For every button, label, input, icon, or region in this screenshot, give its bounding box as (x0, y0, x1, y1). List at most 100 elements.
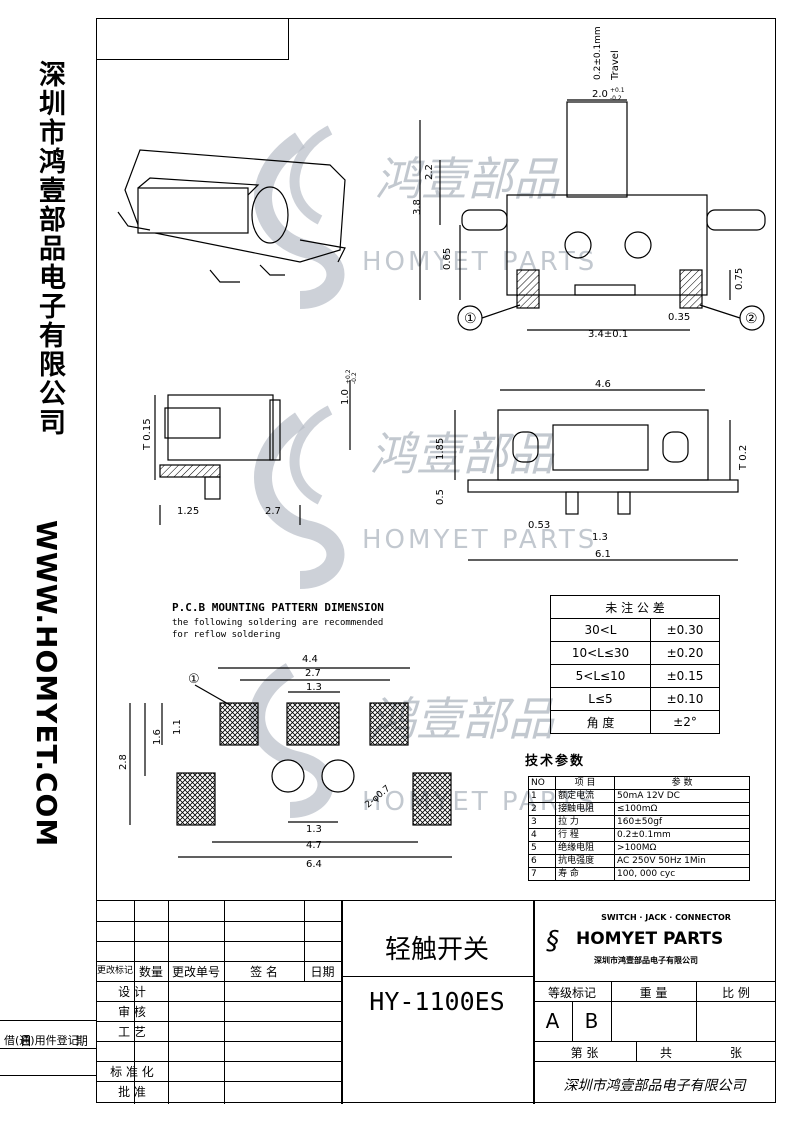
tolerance-row: 5<L≤10±0.15 (550, 664, 721, 688)
model-number: HY-1100ES (369, 987, 505, 1016)
company-name-vertical: 深圳市鸿壹部品电子有限公司 (34, 60, 65, 437)
brand-tagline: SWITCH · JACK · CONNECTOR (601, 913, 731, 922)
ratio-label: 比 例 (722, 986, 750, 1000)
marker-2-front: ② (745, 311, 758, 327)
spec-value: AC 250V 50Hz 1Min (614, 854, 750, 868)
pcb-note-1: the following soldering are recommended (172, 618, 384, 628)
brand-logo-icon: § (546, 926, 559, 956)
rev-qty-header: 数量 (138, 965, 163, 979)
spec-item: 抗电强度 (555, 854, 616, 868)
dim-4-6: 4.6 (595, 379, 611, 390)
spec-value: 100, 000 cyc (614, 867, 750, 881)
tolerance-value: ±0.15 (649, 664, 721, 688)
role-approve: 批 准 (118, 1085, 146, 1099)
pcb-note-2: for reflow soldering (172, 630, 281, 640)
pcb-marker-1: ① (188, 672, 200, 687)
spec-no: 3 (527, 815, 557, 829)
tolerance-range: L≤5 (550, 687, 651, 711)
tolerance-range: 5<L≤10 (550, 664, 651, 688)
spec-no: 4 (527, 828, 557, 842)
spec-item: 行 程 (555, 828, 616, 842)
spec-item: 寿 命 (555, 867, 616, 881)
tolerance-value: ±0.30 (649, 618, 721, 642)
pcb-dim-2-8: 2.8 (118, 754, 129, 770)
spec-no: 6 (527, 854, 557, 868)
pcb-dim-1-1: 1.1 (172, 719, 183, 735)
spec-value: ≤100mΩ (614, 802, 750, 816)
dim-0-35: 0.35 (668, 312, 690, 323)
weight-label: 重 量 (639, 986, 668, 1000)
spec-item: 拉 力 (555, 815, 616, 829)
rev-no-header: 更改单号 (171, 965, 220, 979)
dim-2-0-upper: +0.1 (610, 87, 625, 94)
rev-date-header: 日期 (310, 965, 335, 979)
spec-title: 技术参数 (525, 754, 586, 769)
spec-value: >100MΩ (614, 841, 750, 855)
tolerance-table: 未 注 公 差 30<L±0.30 10<L≤30±0.20 5<L≤10±0.… (550, 595, 721, 734)
left-label-line-2 (0, 1048, 96, 1049)
watermark-text-2: HOMYET PARTS (362, 525, 597, 555)
spec-item: 额定电流 (555, 789, 616, 803)
role-standard: 标 准 化 (110, 1065, 154, 1079)
dim-travel: 0.2±0.1mm (593, 26, 603, 80)
tolerance-title: 未 注 公 差 (550, 595, 720, 619)
front-view (419, 99, 766, 331)
date-label: 日 期 (20, 1034, 108, 1048)
dim-3-4: 3.4±0.1 (588, 329, 628, 340)
watermark-logo-2 (254, 405, 345, 589)
dim-3-8: 3.8 (412, 199, 423, 215)
role-design: 设 计 (118, 985, 146, 999)
total-label: 共 (659, 1046, 672, 1060)
watermark-chinese-2: 鸿壹部品 (370, 427, 555, 481)
watermark-logo-3 (249, 663, 334, 818)
tolerance-value: ±0.10 (649, 687, 721, 711)
title-block: 更改标记 数量 更改单号 签 名 日期 设 计 审 核 工 艺 标 准 化 批 … (96, 900, 776, 1104)
pcb-dim-1-3-a: 1.3 (306, 682, 322, 693)
watermark-chinese-1: 鸿壹部品 (375, 152, 560, 206)
side-view (154, 380, 351, 525)
dim-6-1: 6.1 (595, 549, 611, 560)
spec-no: 2 (527, 802, 557, 816)
dim-1-0-lower: -0.2 (351, 372, 358, 384)
tolerance-row: 10<L≤30±0.20 (550, 641, 721, 665)
tolerance-value: ±2° (649, 710, 721, 734)
spec-no: 7 (527, 867, 557, 881)
spec-no: 5 (527, 841, 557, 855)
grade-b: B (584, 1009, 599, 1033)
spec-header-param: 参 数 (614, 776, 750, 790)
spec-header-row: NO 项 目 参 数 (527, 776, 750, 790)
left-label-line-1 (0, 1020, 96, 1021)
spec-item: 绝缘电阻 (555, 841, 616, 855)
pcb-dim-4-4: 4.4 (302, 654, 318, 665)
pcb-title: P.C.B MOUNTING PATTERN DIMENSION (172, 601, 384, 614)
dim-2-0-lower: -0.2 (610, 95, 622, 102)
dim-1-3-top: 1.3 (592, 532, 608, 543)
dim-2-7: 2.7 (265, 506, 281, 517)
company-signature: 深圳市鸿壹部品电子有限公司 (563, 1078, 746, 1094)
pcb-dim-4-7: 4.7 (306, 840, 322, 851)
pcb-dim-1-6: 1.6 (152, 729, 163, 745)
dim-1-0: 1.0 (340, 389, 351, 405)
top-view (454, 389, 739, 561)
tolerance-row: L≤5±0.10 (550, 687, 721, 711)
spec-header-no: NO (527, 776, 557, 790)
spec-header-item: 项 目 (555, 776, 616, 790)
grade-a: A (545, 1009, 560, 1033)
dim-1-85: 1.85 (435, 438, 446, 460)
spec-value: 0.2±0.1mm (614, 828, 750, 842)
drawing-frame (96, 18, 776, 1103)
dim-t-0-15: T 0.15 (142, 418, 153, 451)
grade-label: 等级标记 (547, 986, 596, 1000)
rev-mark-header: 更改标记 (96, 966, 133, 976)
dim-2-2: 2.2 (424, 164, 435, 180)
spec-item: 接触电阻 (555, 802, 616, 816)
dim-0-65: 0.65 (442, 248, 453, 270)
dim-travel-label: Travel (610, 50, 621, 81)
brand-name: HOMYET PARTS (576, 929, 724, 949)
spec-value: 160±50gf (614, 815, 750, 829)
